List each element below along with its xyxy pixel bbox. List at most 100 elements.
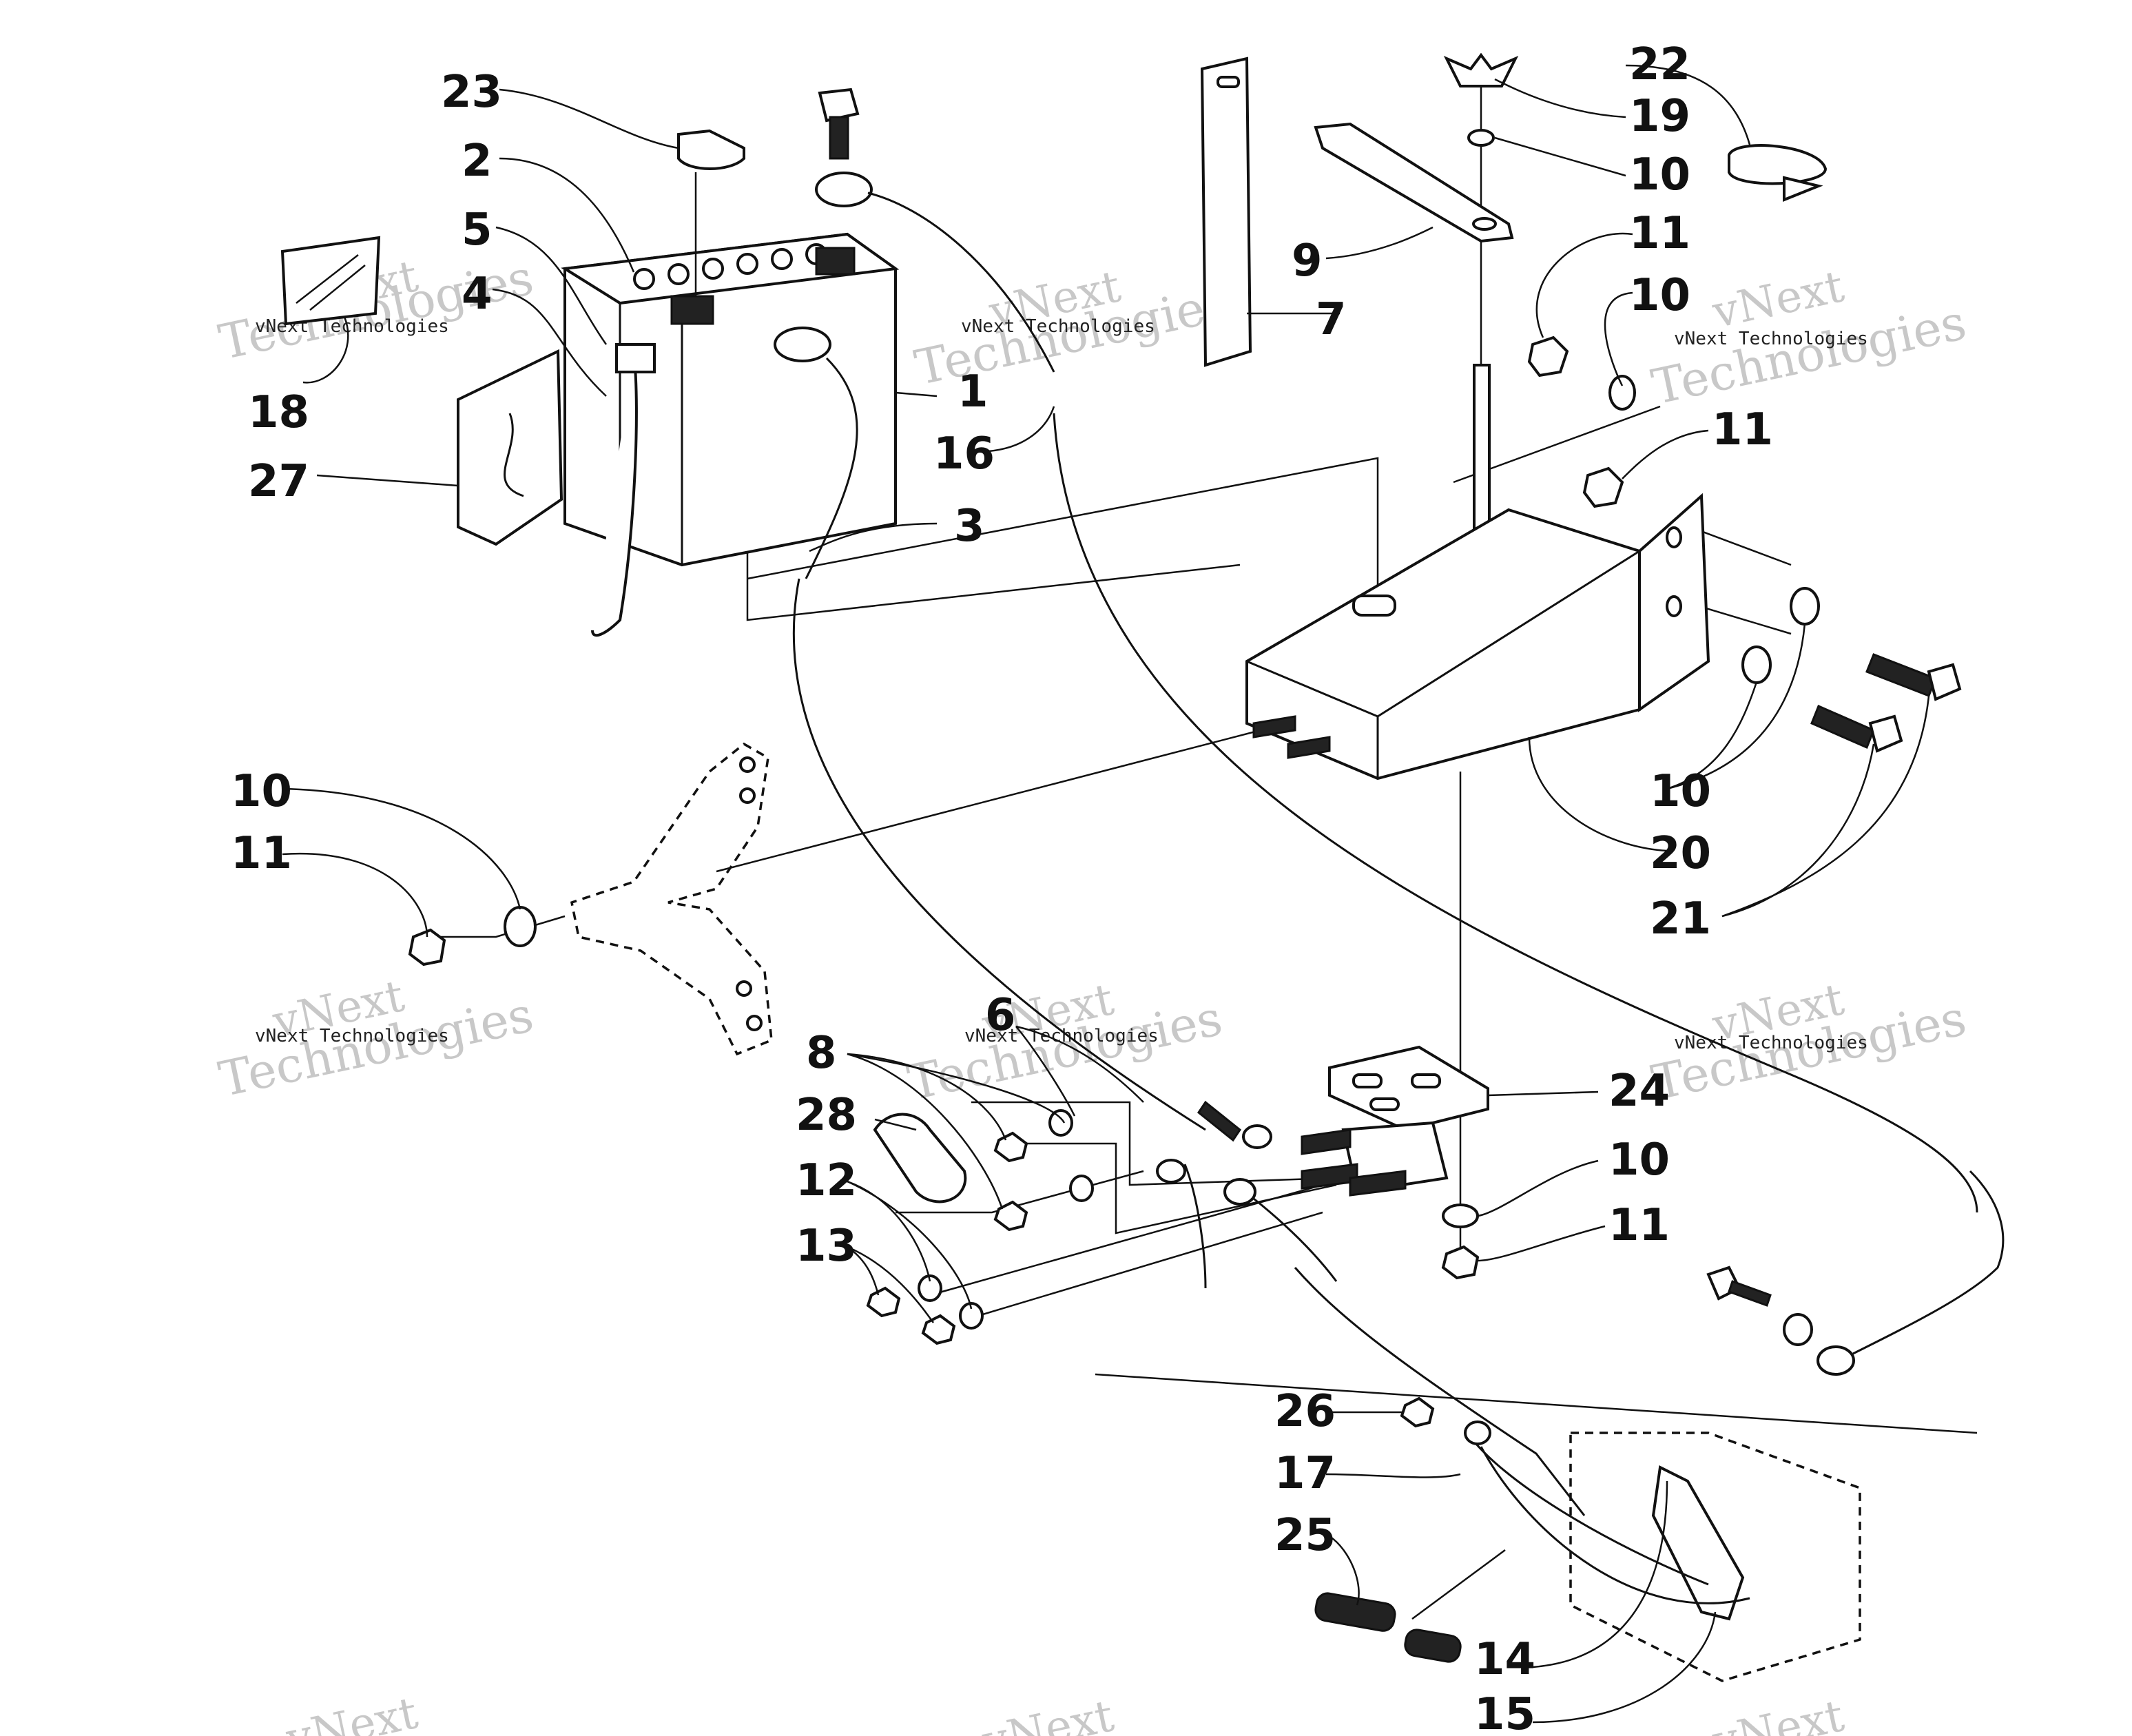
callout-23: 23 [441,67,502,118]
cable-lug [815,172,873,207]
callout-11: 11 [1629,208,1690,259]
decal-shine [309,265,366,311]
hardware-left [866,1109,1094,1345]
bracket-hole [739,756,756,773]
battery-tray [1245,493,1710,781]
terminal-boot [677,129,745,170]
washer-10-left [504,906,537,947]
nut-11-b [1582,466,1624,508]
cable-tie-22 [1728,144,1828,185]
callout-19: 19 [1629,91,1690,142]
cable-starter [1294,1267,1586,1516]
watermark-top-right: Technologies vNext vNext Technologies [1647,261,1971,415]
callout-21: 21 [1650,893,1711,944]
ring-lug [1242,1124,1272,1149]
watermark-mid-right: Technologies vNext vNext Technologies [1647,974,1971,1111]
callout-3: 3 [954,501,985,552]
explode-line [746,548,1241,621]
terminal-bolt [818,87,860,160]
tray-stud [1252,715,1296,738]
washer-10 [1608,375,1636,411]
nut-13-a [866,1286,901,1318]
tray-slot [1352,595,1396,617]
starter-solenoid [1301,1045,1489,1197]
cables [792,413,1978,1516]
explode-line [716,729,1261,873]
explode-line [1006,1142,1337,1234]
battery [561,232,900,567]
bolt-21-a [1865,653,1962,701]
watermark-bottom: vNext vNext vNext [282,1688,1849,1736]
nut-11-lower [1441,1245,1480,1280]
bolt-head [1868,714,1903,753]
watermark-company: vNext Technologies [1674,329,1868,349]
callout-27: 27 [248,456,309,507]
washer-10-top [1467,129,1495,147]
flange-hole [1666,595,1682,617]
callout-11: 11 [1712,404,1773,455]
callout-2: 2 [462,136,493,187]
boot-28 [873,1113,967,1203]
callout-15: 15 [1474,1689,1535,1736]
callout-26: 26 [1274,1386,1336,1437]
callout-10: 10 [1650,766,1711,817]
callout-10: 10 [231,766,292,817]
bracket-hole [1472,217,1497,231]
callout-20: 20 [1650,828,1711,879]
bracket-slot [1411,1073,1441,1088]
callout-5: 5 [462,205,493,256]
callout-18: 18 [248,387,309,438]
mounting-bracket-outline [570,742,773,1056]
callout-16: 16 [933,428,995,479]
decal-shine [296,254,359,304]
battery-positive-terminal [670,295,714,325]
nut-8-a [993,1131,1028,1163]
bracket-slot [1352,1073,1383,1088]
callout-17: 17 [1274,1448,1336,1499]
battery-negative-terminal [815,247,856,276]
cell-cap [736,253,758,275]
bolt-shank [829,116,849,160]
ring-lug [1156,1159,1186,1184]
wing-nut-19 [1443,52,1519,87]
callout-25: 25 [1274,1510,1336,1561]
ground-lug [1817,1345,1855,1376]
callout-22: 22 [1629,39,1690,90]
ground-bolt [1706,1265,1772,1307]
nut-11-left [408,928,446,967]
cable-short [1183,1164,1207,1289]
cable-3-lug [774,327,831,362]
bracket-hole [739,787,756,804]
watermark-company: vNext Technologies [1674,1033,1868,1053]
bolt-shank [1728,1280,1772,1307]
bracket-hole [736,980,752,997]
washer-8-a [1048,1109,1073,1137]
solenoid-stud [1301,1163,1358,1190]
callout-14: 14 [1474,1634,1535,1685]
callout-13: 13 [796,1221,857,1272]
watermark-company: vNext Technologies [961,316,1155,337]
vent-elbow-5 [615,343,656,373]
nut-26 [1400,1396,1435,1428]
ground-washer [1783,1313,1813,1346]
cell-cap [702,258,724,280]
cable-3-negative [792,578,1206,1131]
starter-motor [1466,1432,1861,1682]
sleeve-25-a [1314,1592,1396,1632]
callout-11: 11 [1608,1200,1670,1251]
bolt-head [1927,663,1962,701]
explode-line [1095,1373,1978,1434]
callout-10: 10 [1629,149,1690,200]
callout-4: 4 [462,269,493,320]
nut-11 [1527,335,1569,378]
cell-cap [771,248,793,270]
watermark-company: vNext Technologies [255,316,449,337]
starter-outline [1569,1432,1861,1682]
solenoid-stud [1301,1128,1352,1155]
sleeve-25-b [1404,1629,1462,1663]
decal-18 [280,236,381,326]
bracket-slot [1369,1097,1400,1111]
callout-11: 11 [231,828,292,879]
explode-line [929,1184,1323,1296]
